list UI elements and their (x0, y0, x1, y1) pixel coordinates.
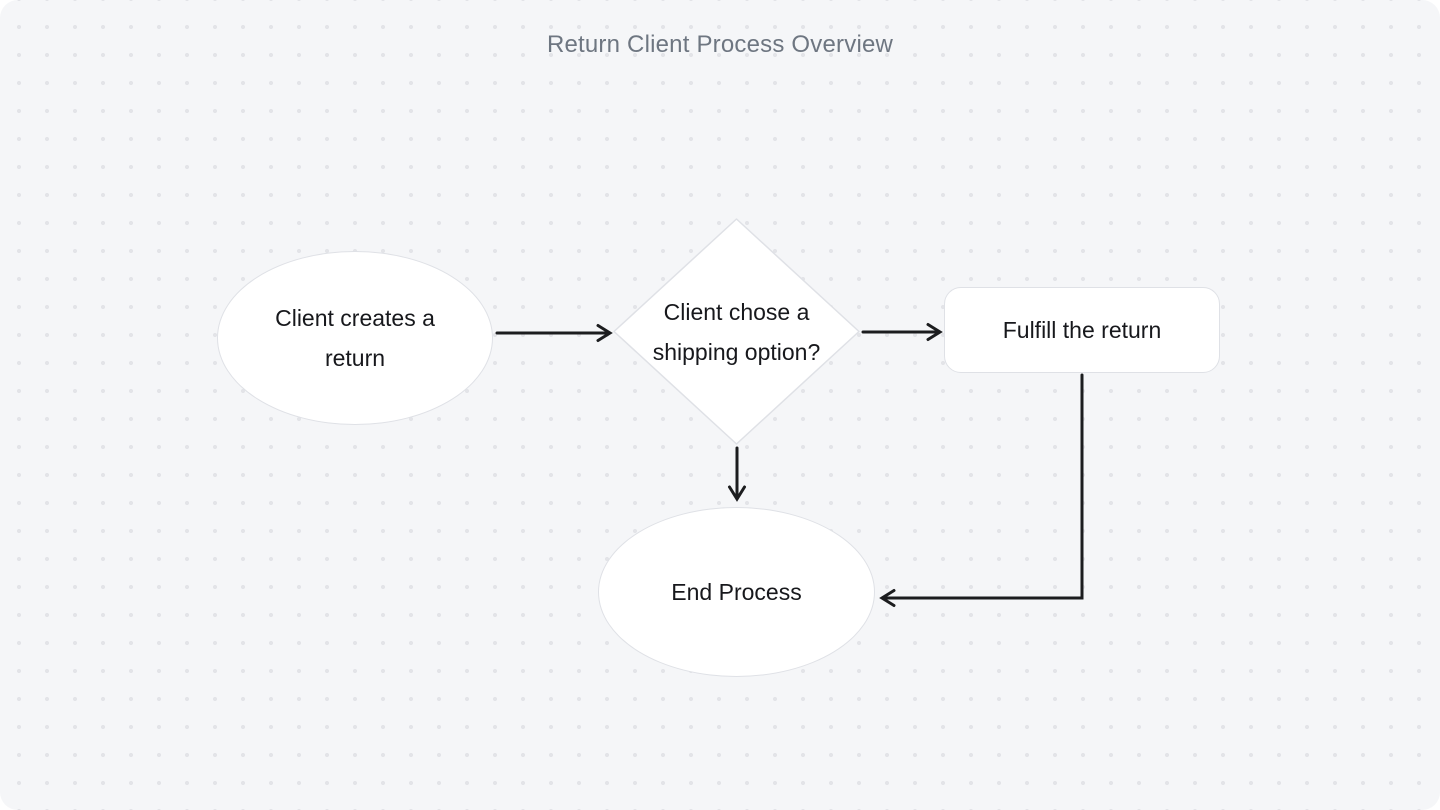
node-shipping-option-decision[interactable]: Client chose a shipping option? (613, 218, 860, 445)
node-end-process[interactable]: End Process (598, 507, 875, 677)
arrowhead-right-icon (926, 323, 943, 341)
diamond-shape (613, 218, 860, 445)
arrowhead-left-icon (879, 589, 896, 607)
node-label: Fulfill the return (1002, 317, 1162, 343)
node-fulfill-return[interactable]: Fulfill the return (944, 287, 1220, 373)
edge-fulfill-to-end (884, 373, 1084, 600)
node-label: Client creates a return (275, 305, 435, 371)
node-label: End Process (671, 579, 802, 605)
node-label: Client chose a shipping option? (652, 298, 821, 365)
node-client-creates-return[interactable]: Client creates a return (217, 251, 493, 425)
arrowhead-right-icon (596, 324, 613, 342)
diagram-title: Return Client Process Overview (546, 31, 894, 58)
arrowhead-down-icon (728, 485, 746, 502)
